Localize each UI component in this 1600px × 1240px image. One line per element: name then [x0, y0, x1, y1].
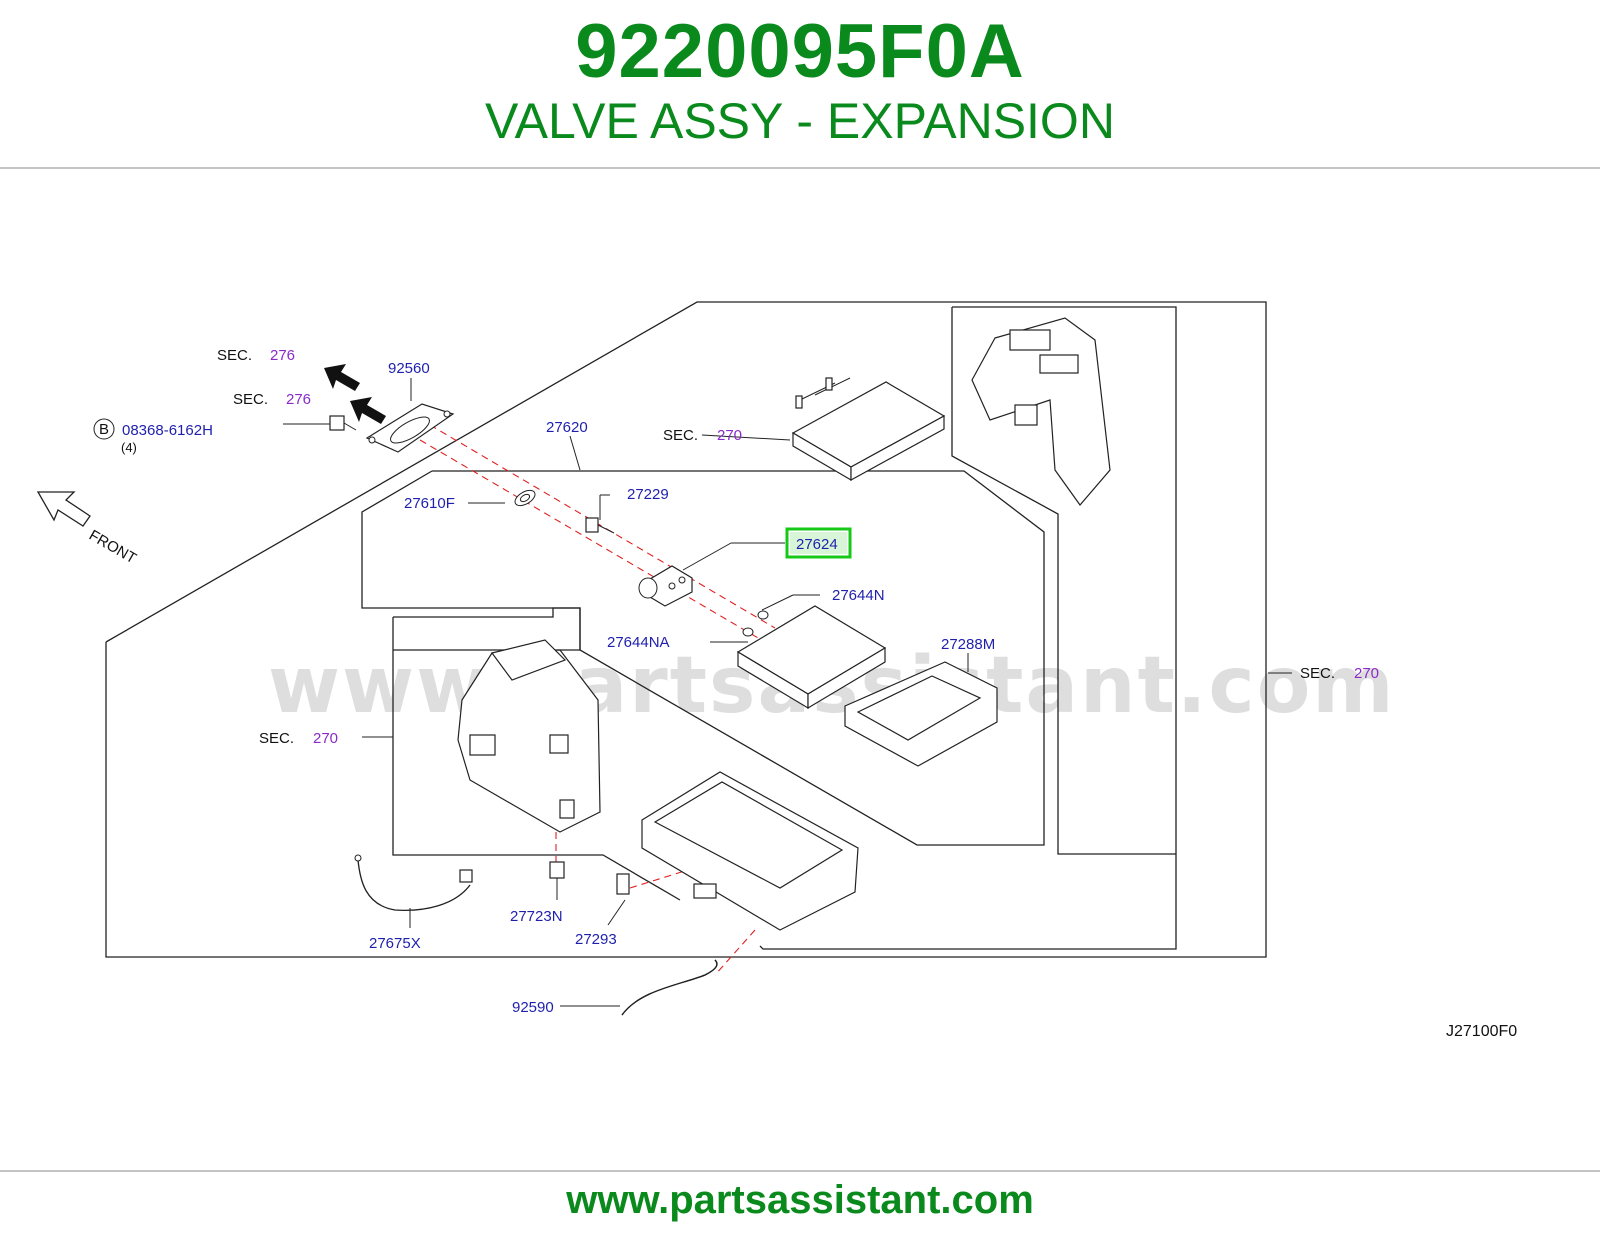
bolt-qty: (4)	[121, 440, 137, 455]
unit-frame-box	[392, 617, 681, 901]
bolt-part	[329, 415, 357, 431]
highlight-box	[785, 527, 852, 559]
part-label-27723N[interactable]: 27723N	[510, 908, 563, 925]
ac-unit-body	[457, 639, 601, 833]
sec-276-link[interactable]: 276	[270, 347, 295, 364]
sensor-part	[549, 861, 565, 879]
footer-site-link[interactable]: www.partsassistant.com	[566, 1178, 1034, 1222]
leader-lines	[283, 378, 1292, 1007]
part-label-27610F[interactable]: 27610F	[404, 495, 455, 512]
part-label-27229[interactable]: 27229	[627, 486, 669, 503]
part-label-27620[interactable]: 27620	[546, 419, 588, 436]
page-header: 9220095F0A VALVE ASSY - EXPANSION	[0, 0, 1600, 168]
sec-label: SEC.	[259, 730, 294, 747]
clip-part	[616, 873, 630, 895]
diagram-code: J27100F0	[1446, 1023, 1517, 1040]
harness-part	[354, 854, 473, 911]
inner-frame-right	[759, 306, 1177, 950]
drain-hose-part	[621, 959, 718, 1016]
part-label-92560[interactable]: 92560	[388, 360, 430, 377]
part-label-27288M[interactable]: 27288M	[941, 636, 995, 653]
sec-270-link[interactable]: 270	[717, 427, 742, 444]
evaporator-seal	[844, 661, 998, 767]
gasket-part	[365, 403, 455, 453]
footer-divider	[0, 1170, 1600, 1172]
bolt-badge: B	[99, 421, 109, 438]
part-label-08368-6162H[interactable]: 08368-6162H	[122, 422, 213, 439]
arrow-icon	[324, 364, 386, 424]
bolt-badge-icon	[93, 418, 115, 440]
o-ring-small-part	[757, 610, 769, 620]
o-ring-part	[514, 489, 536, 507]
heater-unit-part	[971, 317, 1111, 506]
part-label-27293[interactable]: 27293	[575, 931, 617, 948]
part-label-27624[interactable]: 27624	[796, 536, 838, 553]
lower-case-part	[641, 771, 859, 931]
front-arrow-icon	[36, 491, 91, 527]
evaporator-core	[736, 605, 887, 710]
inner-frame-heater	[951, 307, 1176, 855]
part-label-27644NA[interactable]: 27644NA	[607, 634, 670, 651]
valve-bolt-part	[585, 517, 615, 534]
heater-core	[791, 377, 946, 482]
outer-group-frame	[105, 301, 1267, 958]
evaporator-frame	[361, 470, 1045, 846]
expansion-valve-part	[638, 565, 693, 607]
sec-270-link[interactable]: 270	[313, 730, 338, 747]
sec-276-link[interactable]: 276	[286, 391, 311, 408]
sec-270-link[interactable]: 270	[1354, 665, 1379, 682]
part-description: VALVE ASSY - EXPANSION	[485, 93, 1115, 149]
part-label-27644N[interactable]: 27644N	[832, 587, 885, 604]
front-label: FRONT	[86, 527, 139, 568]
part-label-92590[interactable]: 92590	[512, 999, 554, 1016]
part-number-title: 9220095F0A	[575, 9, 1025, 94]
header-divider	[0, 167, 1600, 169]
sec-label: SEC.	[1300, 665, 1335, 682]
part-label-27675X[interactable]: 27675X	[369, 935, 421, 952]
sec-label: SEC.	[217, 347, 252, 364]
highlight-fill	[790, 532, 847, 554]
sec-label: SEC.	[233, 391, 268, 408]
sec-label: SEC.	[663, 427, 698, 444]
o-ring-small-part	[742, 627, 754, 637]
